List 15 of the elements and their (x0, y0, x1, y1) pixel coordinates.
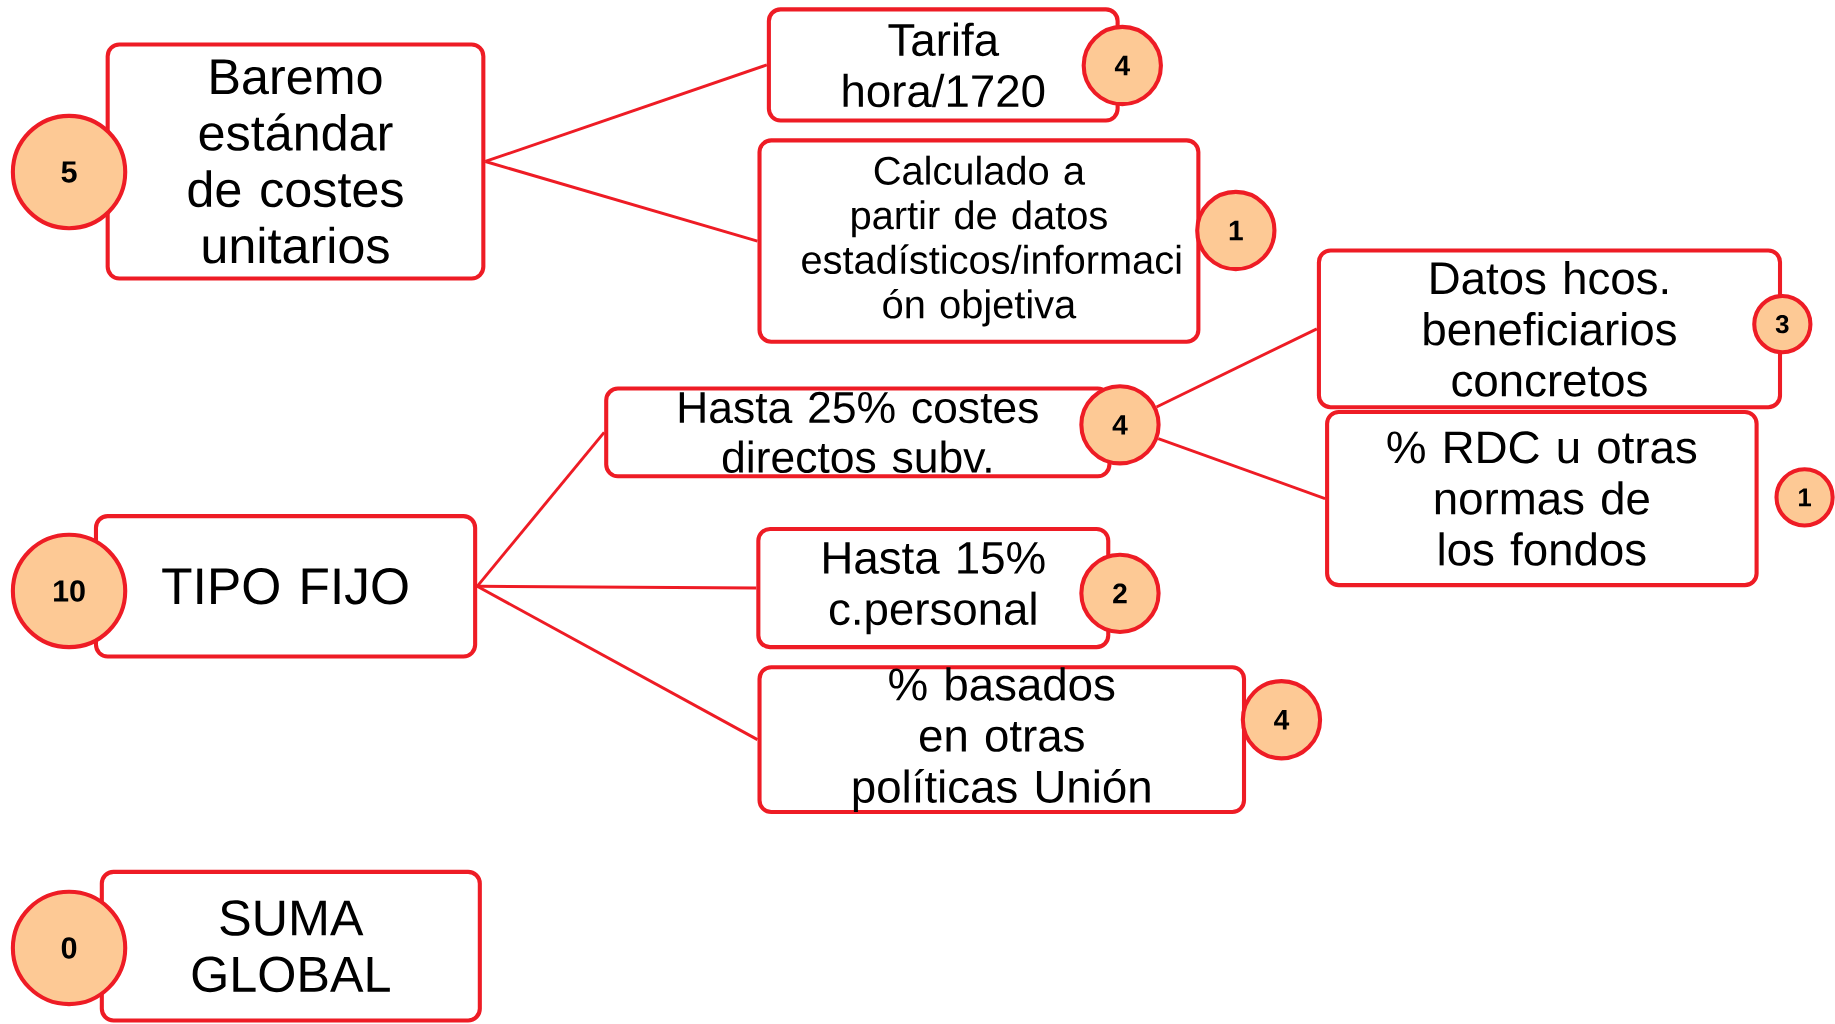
text-box: TIPO FIJO (93, 514, 478, 659)
connector-line (484, 160, 758, 243)
connector-line (484, 63, 768, 163)
connector-line (1155, 327, 1318, 409)
connector-line (476, 585, 759, 741)
text-box: % basados en otras políticas Unión (757, 665, 1247, 815)
text-box: % RDC u otras normas de los fondos (1325, 409, 1759, 588)
text-box: Hasta 25% costes directos subv. (604, 386, 1112, 479)
text-box: SUMA GLOBAL (99, 869, 482, 1023)
text-box: Hasta 15% c.personal (756, 526, 1111, 650)
text-box: Calculado a partir de datos estadísticos/informaci ón objetiva (757, 138, 1201, 344)
text-box: Baremo estándar de costes unitarios (105, 42, 486, 281)
connector-line (477, 584, 757, 590)
connector-line (476, 431, 606, 588)
connector-line (1157, 437, 1326, 500)
